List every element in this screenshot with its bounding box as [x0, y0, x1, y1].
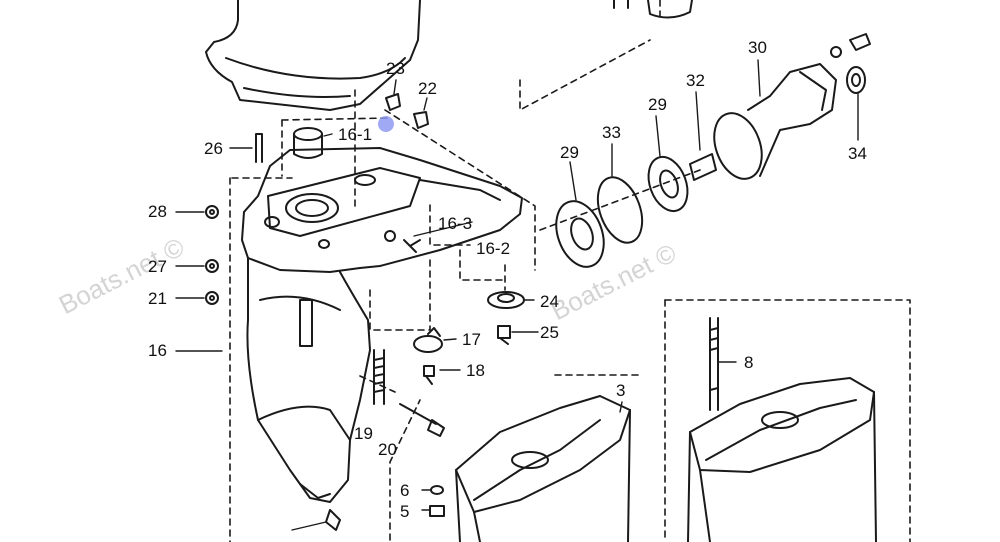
bolt-18	[423, 365, 435, 385]
label-part-16-2: 16-2	[476, 239, 511, 258]
label-part-30: 30	[748, 38, 767, 57]
impeller-part	[413, 327, 443, 353]
label-part-29-left: 29	[560, 143, 579, 162]
bolt-16-3	[384, 230, 421, 253]
casing-3	[455, 395, 631, 542]
small-screws	[385, 93, 429, 129]
label-part-22: 22	[418, 79, 437, 98]
bolt-20	[399, 403, 445, 437]
label-part-16-1: 16-1	[338, 125, 373, 144]
o-ring-33	[596, 176, 644, 244]
label-part-19: 19	[354, 424, 373, 443]
leader-lines	[175, 59, 859, 531]
label-part-17: 17	[462, 330, 481, 349]
bearing-housing-30	[713, 63, 837, 180]
label-part-20: 20	[378, 440, 397, 459]
label-part-27: 27	[148, 257, 167, 276]
label-part-8: 8	[744, 353, 754, 372]
label-part-26: 26	[204, 139, 223, 158]
label-part-16: 16	[148, 341, 167, 360]
label-part-18: 18	[466, 361, 485, 380]
dashed-guide-lines-mid	[359, 0, 911, 542]
casing-right	[687, 377, 877, 542]
label-part-16-3: 16-3	[438, 214, 473, 233]
label-part-33: 33	[602, 123, 621, 142]
label-part-21: 21	[148, 289, 167, 308]
dashed-guide-lines-top	[229, 89, 536, 542]
cursor-indicator	[378, 116, 394, 132]
upper-casing-part	[205, 0, 421, 111]
label-part-3: 3	[616, 381, 626, 400]
label-part-23: 23	[386, 59, 405, 78]
washer-nut-5-6	[429, 485, 445, 517]
bottom-bolt	[325, 509, 341, 531]
stud-19	[373, 349, 385, 405]
top-right-hardware	[830, 33, 871, 58]
label-part-29-right: 29	[648, 95, 667, 114]
bushing-part	[293, 127, 323, 159]
label-part-6: 6	[400, 481, 410, 500]
nuts	[205, 205, 219, 305]
label-part-28: 28	[148, 202, 167, 221]
bearing-29-right	[647, 155, 689, 213]
needle-bearing-32	[689, 153, 717, 181]
label-part-32: 32	[686, 71, 705, 90]
stud-part	[255, 133, 263, 163]
label-part-5: 5	[400, 502, 410, 521]
bearing-29-left	[555, 200, 605, 268]
label-part-34: 34	[848, 144, 867, 163]
cover-24	[487, 291, 525, 309]
label-part-25: 25	[540, 323, 559, 342]
label-part-24: 24	[540, 292, 559, 311]
top-center-part	[613, 0, 693, 19]
screw-25	[497, 325, 511, 345]
seal-34	[846, 66, 866, 94]
stud-8	[709, 317, 719, 411]
lower-casing-body	[241, 147, 523, 503]
